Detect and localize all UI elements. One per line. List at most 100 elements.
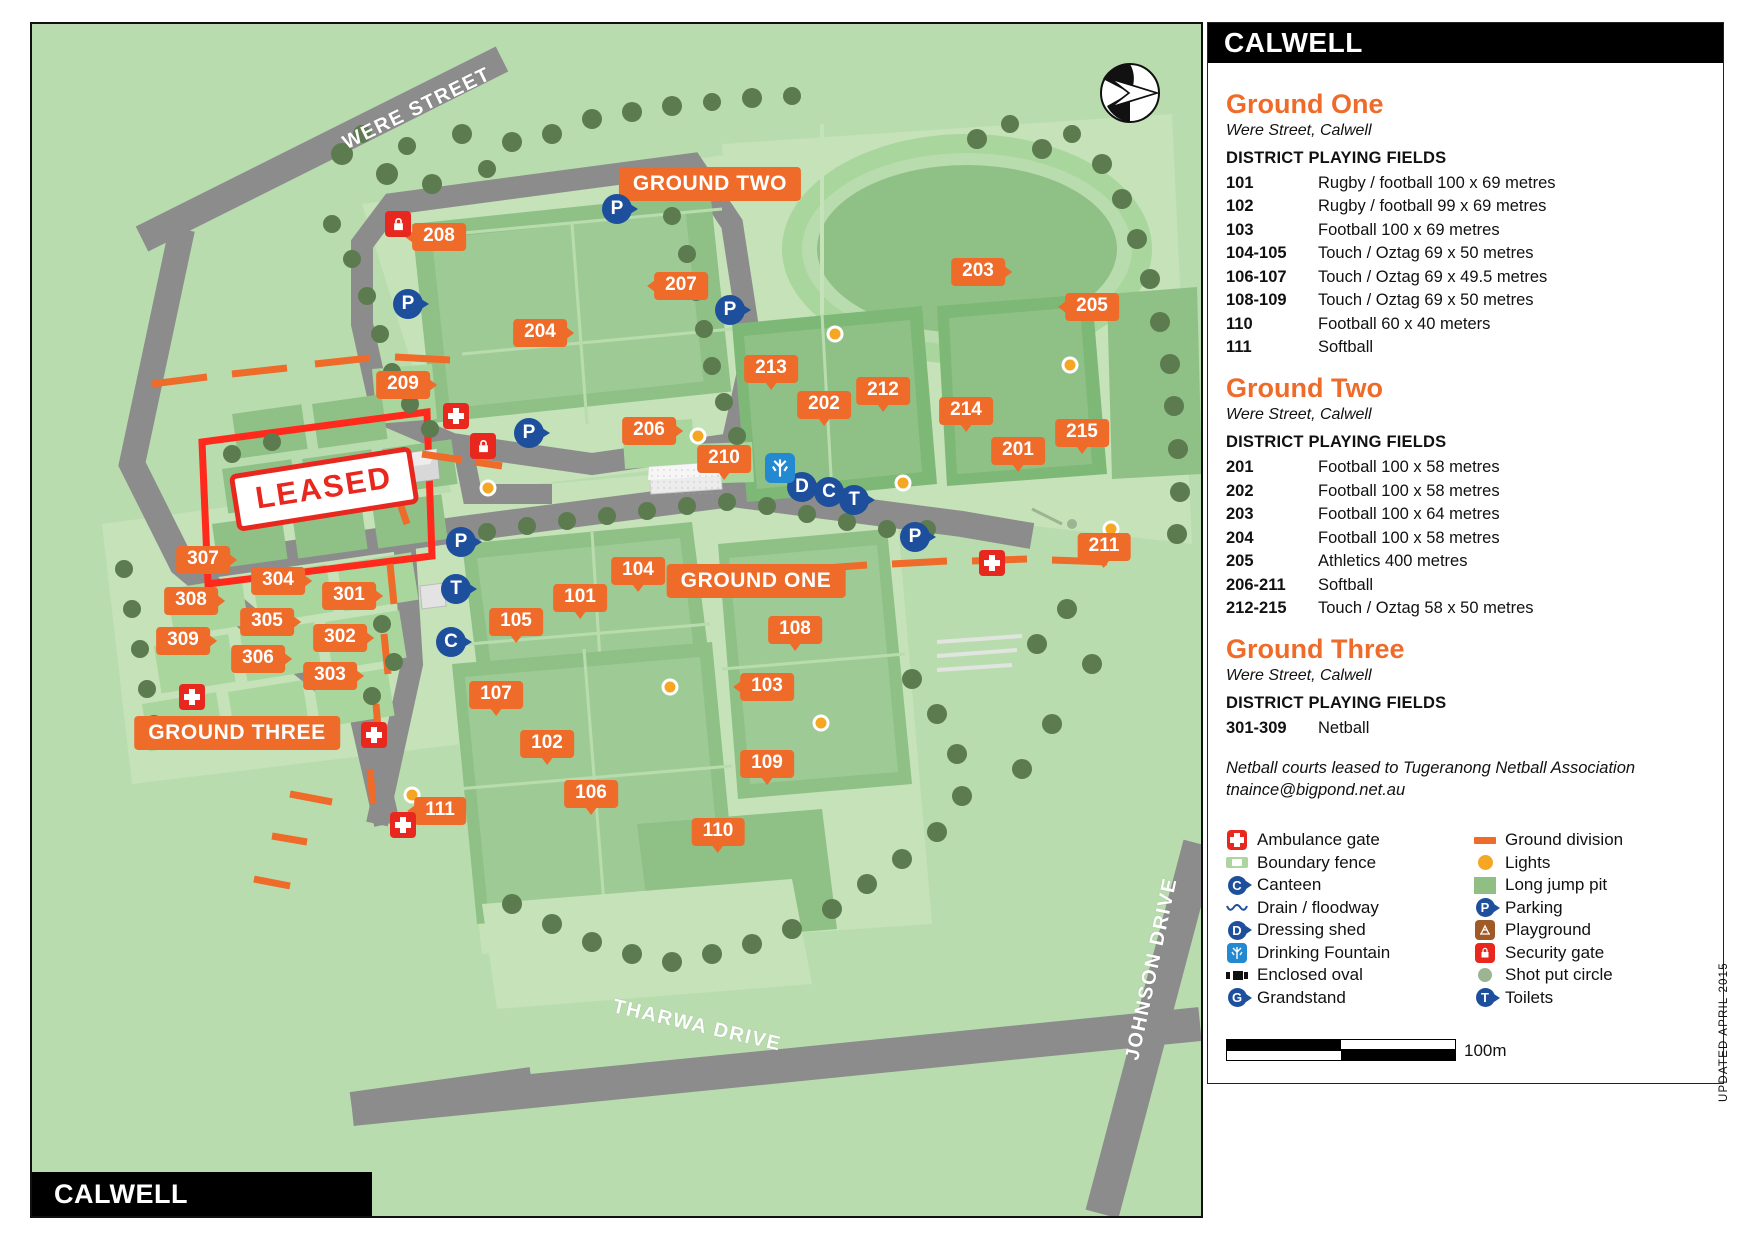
field-description: Touch / Oztag 69 x 50 metres <box>1318 291 1534 310</box>
field-number-chip[interactable]: 306 <box>231 645 292 673</box>
ambulance-gate-icon[interactable] <box>443 403 469 429</box>
legend-item: Long jump pit <box>1474 874 1706 897</box>
field-number-chip[interactable]: 110 <box>691 818 745 853</box>
legend-label: Shot put circle <box>1505 965 1613 985</box>
ambulance-gate-icon[interactable] <box>979 550 1005 576</box>
field-number-chip[interactable]: 307 <box>176 546 237 574</box>
field-number-chip[interactable]: 304 <box>251 567 312 595</box>
field-description: Softball <box>1318 575 1374 594</box>
canteen-icon: C <box>1226 874 1252 896</box>
field-number-chip[interactable]: 301 <box>322 582 383 610</box>
field-number-chip[interactable]: 309 <box>156 627 217 655</box>
field-number-chip[interactable]: 208 <box>405 223 466 251</box>
ground-address: Were Street, Calwell <box>1226 122 1372 140</box>
field-number-chip[interactable]: 105 <box>489 608 543 643</box>
drain-floodway-icon <box>1226 897 1248 919</box>
field-number-chip[interactable]: 210 <box>697 445 751 480</box>
field-number-chip[interactable]: 206 <box>622 417 683 445</box>
ground-map-label: GROUND THREE <box>134 715 340 751</box>
field-number-chip[interactable]: 204 <box>513 319 574 347</box>
enclosed-oval-icon <box>1226 964 1248 986</box>
field-description: Touch / Oztag 69 x 50 metres <box>1318 244 1534 263</box>
field-number-chip[interactable]: 207 <box>647 272 708 300</box>
field-number-chip[interactable]: 211 <box>1077 533 1131 568</box>
field-number-chip[interactable]: 107 <box>469 681 523 716</box>
field-number-chip[interactable]: 212 <box>856 377 910 412</box>
legend-item: Lights <box>1474 852 1706 875</box>
field-number-chip[interactable]: 305 <box>240 608 301 636</box>
field-number-chip[interactable]: 111 <box>407 797 466 825</box>
boundary-fence-icon <box>1226 852 1248 874</box>
field-code: 104-105 <box>1226 244 1287 263</box>
ground-map-label: GROUND ONE <box>666 563 846 599</box>
map-footer-title: CALWELL <box>32 1172 372 1216</box>
ambulance-gate-icon[interactable] <box>179 684 205 710</box>
field-description: Football 100 x 58 metres <box>1318 528 1500 547</box>
field-number-chip[interactable]: 109 <box>740 750 794 785</box>
district-playing-fields-label: DISTRICT PLAYING FIELDS <box>1226 149 1447 168</box>
field-number-chip[interactable]: 102 <box>520 730 574 765</box>
lights-icon <box>894 474 912 492</box>
parking-icon: P <box>1474 897 1500 919</box>
field-number-chip[interactable]: 213 <box>744 355 798 390</box>
field-number-chip[interactable]: 202 <box>797 391 851 426</box>
field-number-chip[interactable]: 209 <box>376 371 437 399</box>
field-number-chip[interactable]: 201 <box>991 437 1045 472</box>
legend-item: Drinking Fountain <box>1226 942 1458 965</box>
field-description: Softball <box>1318 338 1374 356</box>
field-description: Football 60 x 40 meters <box>1318 314 1491 333</box>
field-code: 102 <box>1226 197 1254 216</box>
security-gate-icon[interactable] <box>470 433 496 459</box>
toilets-icon[interactable]: T <box>441 574 477 604</box>
legend-label: Drinking Fountain <box>1257 942 1391 962</box>
field-description: Football 100 x 64 metres <box>1318 505 1500 524</box>
field-number-chip[interactable]: 106 <box>564 780 618 815</box>
legend-item: Drain / floodway <box>1226 897 1458 920</box>
drinking-fountain-icon[interactable] <box>765 453 795 483</box>
parking-icon[interactable]: P <box>900 522 936 552</box>
field-number-chip[interactable]: 214 <box>939 397 993 432</box>
field-code: 111 <box>1226 338 1252 356</box>
field-number-chip[interactable]: 205 <box>1058 293 1119 321</box>
field-number-chip[interactable]: 104 <box>611 557 665 592</box>
shot-put-circle-icon <box>1474 964 1496 986</box>
field-description: Touch / Oztag 69 x 49.5 metres <box>1318 267 1548 286</box>
field-code: 103 <box>1226 220 1254 239</box>
field-number-chip[interactable]: 101 <box>553 584 607 619</box>
dressing-shed-icon: D <box>1226 919 1252 941</box>
field-code: 301-309 <box>1226 719 1287 738</box>
security-gate-icon[interactable] <box>385 211 411 237</box>
ambulance-gate-icon[interactable] <box>390 812 416 838</box>
lights-icon <box>1061 356 1079 374</box>
ambulance-gate-icon[interactable] <box>361 722 387 748</box>
parking-icon[interactable]: P <box>393 289 429 319</box>
field-number-chip[interactable]: 203 <box>951 258 1012 286</box>
legend-label: Canteen <box>1257 875 1322 895</box>
field-number-chip[interactable]: 308 <box>164 587 225 615</box>
legend-label: Boundary fence <box>1257 852 1377 872</box>
field-description: Rugby / football 99 x 69 metres <box>1318 197 1547 216</box>
parking-icon[interactable]: P <box>715 295 751 325</box>
long-jump-pit-icon <box>1474 874 1496 896</box>
parking-icon[interactable]: P <box>446 527 482 557</box>
field-number-chip[interactable]: 303 <box>303 662 364 690</box>
parking-icon[interactable]: P <box>602 194 638 224</box>
legend-label: Security gate <box>1505 942 1605 962</box>
parking-icon[interactable]: P <box>514 418 550 448</box>
field-number-chip[interactable]: 215 <box>1055 419 1109 454</box>
field-number-chip[interactable]: 302 <box>313 624 374 652</box>
field-number-chip[interactable]: 103 <box>733 673 794 701</box>
legend-label: Drain / floodway <box>1257 897 1379 917</box>
canteen-icon[interactable]: C <box>436 627 472 657</box>
field-number-chip[interactable]: 108 <box>768 616 822 651</box>
